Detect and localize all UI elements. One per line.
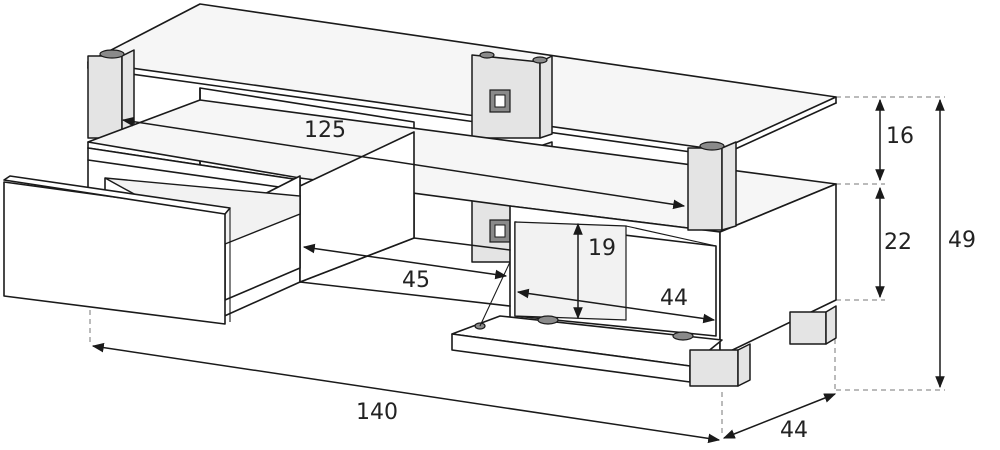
dim-label-compartment-height: 19 <box>588 236 616 261</box>
dim-label-glass-to-body-height: 16 <box>886 124 914 149</box>
dim-label-overall-height: 49 <box>948 228 976 253</box>
dim-label-compartment-width: 44 <box>660 286 688 311</box>
dimension-lines <box>91 98 945 444</box>
right-post <box>687 141 737 231</box>
dim-label-overall-depth: 44 <box>780 418 808 443</box>
dim-label-glass-shelf-width: 125 <box>304 118 346 143</box>
dim-label-body-height: 22 <box>884 230 912 255</box>
extension-lines <box>89 96 945 435</box>
dim-label-drawer-width: 45 <box>402 268 430 293</box>
left-post <box>87 49 135 139</box>
dim-label-overall-width: 140 <box>356 400 398 425</box>
